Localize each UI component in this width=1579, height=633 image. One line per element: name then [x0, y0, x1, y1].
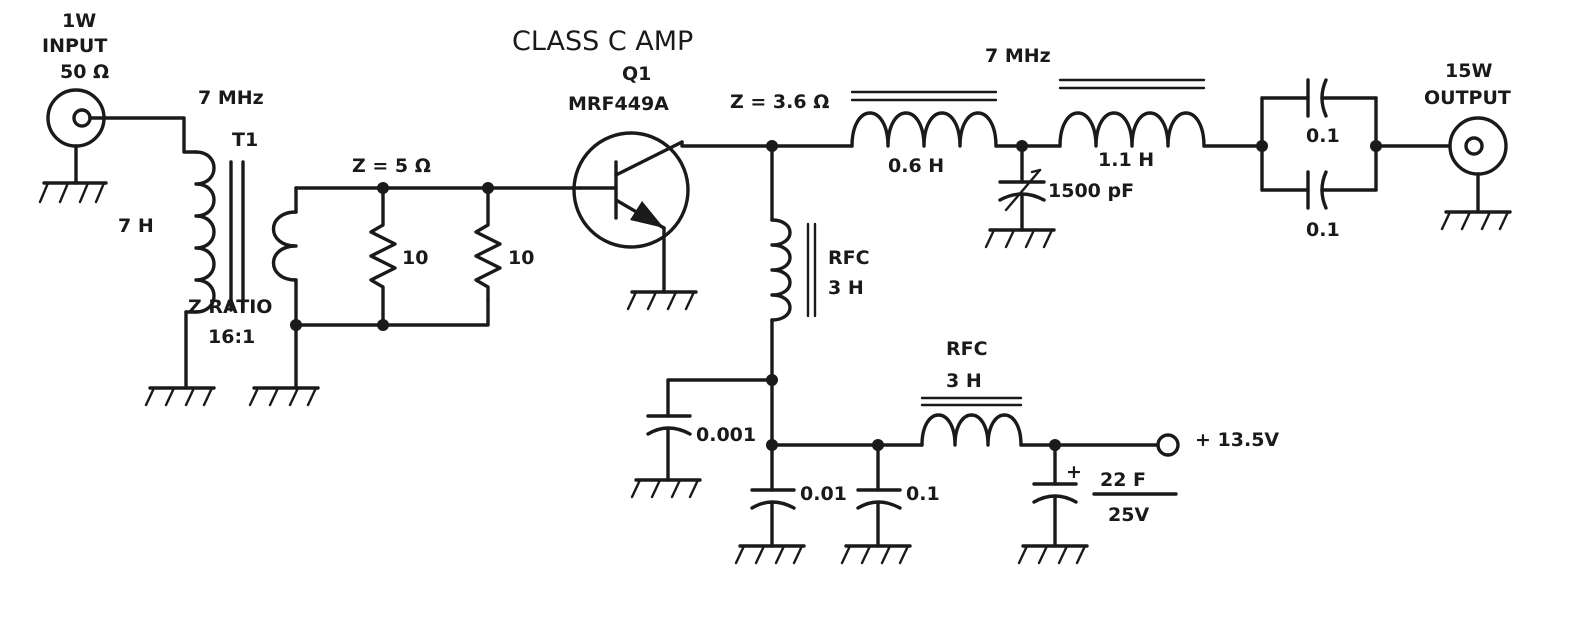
input-power-label: 1W	[62, 10, 96, 32]
trimmer-ground-symbol	[984, 228, 1056, 249]
input-wire	[88, 116, 198, 154]
l1-value-label: 0.6 H	[888, 155, 944, 177]
capacitor-01	[856, 443, 902, 548]
trimmer-capacitor	[998, 144, 1046, 232]
rfc1-value-label: 3 H	[828, 277, 864, 299]
capacitor-out1	[1260, 78, 1378, 118]
base-wire-bottom	[294, 298, 490, 327]
electrolytic-polarity-label: +	[1066, 461, 1082, 483]
c-out1-label: 0.1	[1306, 125, 1340, 147]
title-label: CLASS C AMP	[512, 26, 693, 57]
t1-primary-coil	[184, 150, 216, 390]
emitter-ground-symbol	[626, 290, 698, 311]
z-ratio-value-label: 16:1	[208, 326, 255, 348]
resistor-r1	[369, 186, 397, 327]
filter-freq-label: 7 MHz	[985, 45, 1051, 67]
rfc2-label: RFC	[946, 338, 988, 360]
rfc2-value-label: 3 H	[946, 370, 982, 392]
rfc1-choke	[770, 144, 817, 447]
electrolytic-capacitor	[1032, 443, 1078, 548]
q1-part-label: MRF449A	[568, 93, 669, 115]
electrolytic-ground-symbol	[1017, 544, 1089, 565]
c-out2-label: 0.1	[1306, 219, 1340, 241]
trimmer-value-label: 1500 pF	[1048, 180, 1134, 202]
c-001-label: 0.01	[800, 483, 847, 505]
primary-ground-symbol	[144, 386, 216, 407]
input-ground-symbol	[38, 181, 108, 204]
output-label: OUTPUT	[1424, 87, 1511, 109]
rfc2-choke	[920, 396, 1160, 447]
output-power-label: 15W	[1445, 60, 1492, 82]
transistor-q1	[572, 131, 690, 294]
t1-core	[229, 160, 245, 312]
c01-ground-symbol	[840, 544, 912, 565]
c0001-ground-symbol	[630, 478, 702, 499]
r2-value-label: 10	[508, 247, 534, 269]
supply-label: + 13.5V	[1195, 429, 1279, 451]
electrolytic-voltage-label: 25V	[1108, 504, 1149, 526]
capacitor-out2	[1260, 170, 1378, 210]
l2-value-label: 1.1 H	[1098, 149, 1154, 171]
c001-ground-symbol	[734, 544, 806, 565]
rfc1-label: RFC	[828, 247, 870, 269]
capacitor-0001	[646, 378, 774, 482]
inductor-l2	[1058, 78, 1264, 148]
collector-impedance-label: Z = 3.6 Ω	[730, 91, 829, 113]
electrolytic-value-label: 22 F	[1100, 469, 1146, 491]
inductor-l1	[850, 90, 1062, 148]
capacitor-001	[750, 443, 796, 548]
input-label: INPUT	[42, 35, 107, 57]
input-impedance-label: 50 Ω	[60, 61, 109, 83]
t1-secondary-coil	[271, 186, 298, 390]
t1-name-label: T1	[232, 129, 258, 151]
c-0001-label: 0.001	[696, 424, 756, 446]
t1-primary-label: 7 H	[118, 215, 154, 237]
q1-ref-label: Q1	[622, 63, 651, 85]
resistor-r2	[474, 186, 502, 302]
output-connector	[1448, 116, 1508, 214]
c-01-label: 0.1	[906, 483, 940, 505]
output-ground-symbol	[1440, 210, 1512, 231]
node-bottom-left	[290, 319, 302, 331]
input-connector	[46, 88, 106, 185]
secondary-ground-symbol	[248, 386, 320, 407]
r1-value-label: 10	[402, 247, 428, 269]
collector-wire	[680, 140, 854, 148]
supply-terminal	[1156, 433, 1180, 457]
t1-freq-label: 7 MHz	[198, 87, 264, 109]
base-impedance-label: Z = 5 Ω	[352, 155, 431, 177]
